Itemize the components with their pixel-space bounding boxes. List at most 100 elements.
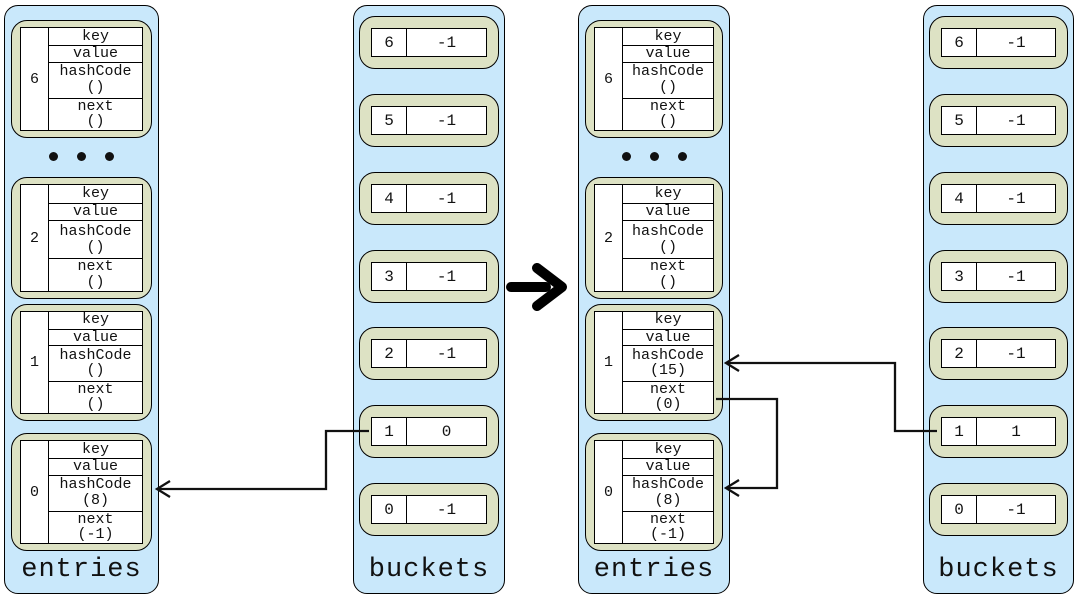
entry-box-1: 1 key value hashCode(15) next(0) <box>585 304 723 421</box>
bucket-index: 3 <box>372 263 407 290</box>
entry-box-6: 6 key value hashCode() next() <box>11 20 152 138</box>
entry-key-field: key <box>49 441 142 459</box>
entry-table: 1 key value hashCode() next() <box>20 311 143 414</box>
bucket-index: 5 <box>942 107 977 134</box>
bucket-index: 0 <box>942 496 977 523</box>
entry-index: 2 <box>21 185 49 291</box>
entry-key-field: key <box>49 28 142 46</box>
entries-label: entries <box>593 555 715 585</box>
bucket-index: 3 <box>942 263 977 290</box>
entry-index: 6 <box>595 28 623 130</box>
entry-table: 2 key value hashCode() next() <box>594 184 714 292</box>
bucket-value: -1 <box>436 267 457 286</box>
bucket-value: 0 <box>441 422 452 441</box>
entries-label: entries <box>21 555 142 585</box>
bucket-box-4: 4 -1 <box>359 172 499 225</box>
pointer-bucket1-to-entry0-before <box>154 429 369 498</box>
entry-box-6: 6 key value hashCode() next() <box>585 20 723 138</box>
entry-key-field: key <box>49 185 142 204</box>
ellipsis-icon <box>579 152 729 161</box>
entry-next-field: next(0) <box>649 380 686 414</box>
entry-key-field: key <box>49 312 142 330</box>
bucket-box-3: 3 -1 <box>359 250 499 303</box>
bucket-index: 2 <box>372 340 407 367</box>
entry-table: 6 key value hashCode() next() <box>594 27 714 131</box>
buckets-label: buckets <box>368 555 490 585</box>
bucket-box-4: 4 -1 <box>929 172 1068 225</box>
bucket-box-5: 5-1 <box>359 94 499 147</box>
entry-key-field: key <box>623 441 713 459</box>
entry-key-field: key <box>623 185 713 204</box>
entry-value-field: value <box>49 46 142 63</box>
entry-value-field: value <box>49 204 142 221</box>
entry-table: 2 key value hashCode() next() <box>20 184 143 292</box>
ellipsis-dot <box>677 152 687 161</box>
bucket-index: 5 <box>372 107 407 134</box>
entry-value-field: value <box>623 204 713 221</box>
bucket-index: 4 <box>942 185 977 212</box>
buckets-label: buckets <box>938 555 1059 585</box>
bucket-value: -1 <box>436 189 457 208</box>
transform-right-arrow-icon <box>506 263 567 311</box>
bucket-box-5: 5 -1 <box>929 94 1068 147</box>
entry-value-field: value <box>623 46 713 63</box>
bucket-index: 6 <box>942 29 977 56</box>
entry-key-field: key <box>623 28 713 46</box>
entry-index: 2 <box>595 185 623 291</box>
bucket-box-3: 3-1 <box>929 250 1068 303</box>
entry-hashcode-field: hashCode() <box>49 346 142 382</box>
entry-next-field: next() <box>77 380 114 414</box>
entry-value-field: value <box>49 329 142 347</box>
bucket-value: -1 <box>1006 111 1026 130</box>
bucket-box-6: 6 -1 <box>359 16 499 69</box>
entry-next-field: next() <box>77 97 114 131</box>
entry-value-field: value <box>623 459 713 476</box>
bucket-index: 2 <box>942 340 977 367</box>
entry-index: 6 <box>21 28 49 130</box>
entry-table: 0 key value hashCode(8) next(-1) <box>594 440 714 544</box>
ellipsis-dot <box>77 152 86 161</box>
entry-box-2: 2 key value hashCode() next() <box>585 177 723 299</box>
entry-table: 0 key value hashCode(8) next(-1) <box>20 440 143 544</box>
entry-index: 0 <box>595 441 623 543</box>
bucket-value: -1 <box>436 500 457 519</box>
bucket-box-2: 2 -1 <box>929 327 1068 380</box>
entry-next-field: next() <box>649 258 686 291</box>
pointer-bucket1-to-entry1-after <box>723 354 937 433</box>
entries-panel-before: 6 key value hashCode() next() 2 key valu… <box>4 5 159 594</box>
entry-hashcode-field: hashCode(15) <box>623 346 713 382</box>
bucket-index: 0 <box>372 496 407 523</box>
entry-box-0: 0 key value hashCode(8) next(-1) <box>11 433 152 551</box>
bucket-box-6: 6 -1 <box>929 16 1068 69</box>
entry-box-2: 2 key value hashCode() next() <box>11 177 152 299</box>
bucket-index: 1 <box>942 418 977 445</box>
entry-table: 1 key value hashCode(15) next(0) <box>594 311 714 414</box>
bucket-index: 1 <box>372 418 407 445</box>
bucket-index: 6 <box>372 29 407 56</box>
ellipsis-dot <box>105 152 114 161</box>
entry-hashcode-field: hashCode() <box>49 221 142 259</box>
bucket-box-2: 2 -1 <box>359 327 499 380</box>
entry-box-0: 0 key value hashCode(8) next(-1) <box>585 433 723 551</box>
bucket-value: -1 <box>1006 189 1026 208</box>
bucket-value: -1 <box>1006 33 1026 52</box>
entry-next-field: next(-1) <box>77 510 114 544</box>
bucket-index: 4 <box>372 185 407 212</box>
bucket-value: -1 <box>436 33 457 52</box>
entry-hashcode-field: hashCode() <box>623 63 713 99</box>
bucket-box-0: 0 -1 <box>359 483 499 536</box>
entry-hashcode-field: hashCode(8) <box>623 476 713 512</box>
bucket-value: -1 <box>436 344 457 363</box>
ellipsis-dot <box>649 152 659 161</box>
entry-index: 1 <box>595 312 623 413</box>
bucket-value: -1 <box>1006 344 1026 363</box>
entry-value-field: value <box>49 459 142 476</box>
ellipsis-icon <box>5 152 158 161</box>
bucket-box-0: 0-1 <box>929 483 1068 536</box>
entry-hashcode-field: hashCode() <box>623 221 713 259</box>
entry-next-field: next() <box>649 97 686 131</box>
entry-next-field: next(-1) <box>649 510 686 544</box>
